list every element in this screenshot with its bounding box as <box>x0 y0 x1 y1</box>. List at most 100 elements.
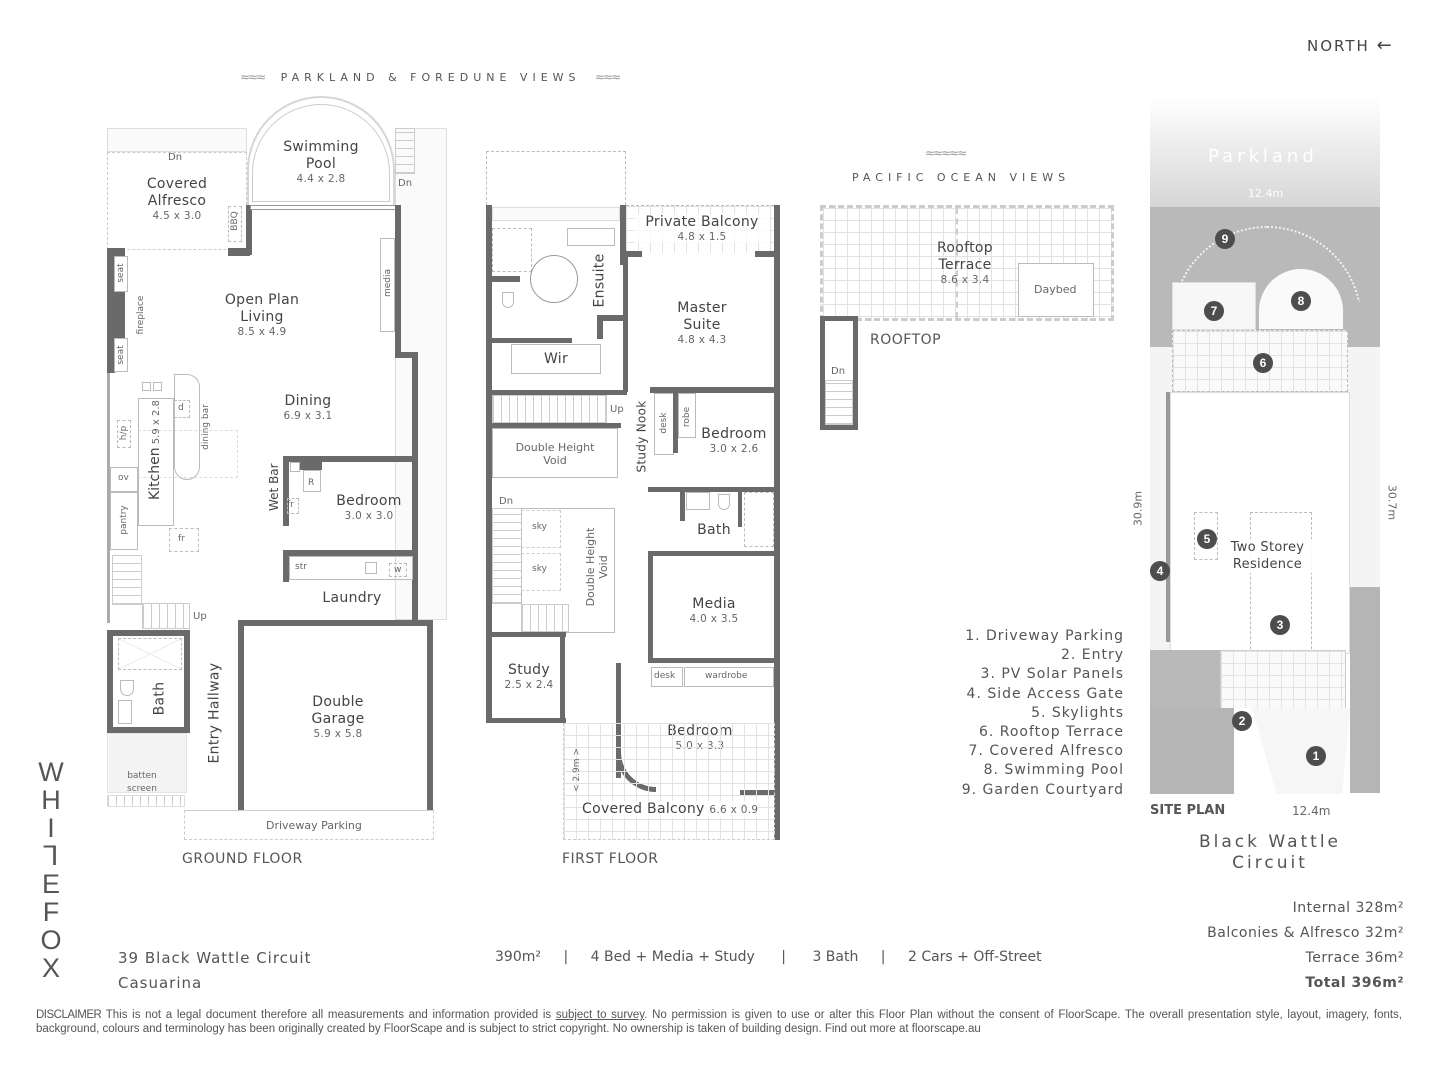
front-garden-left <box>1150 650 1220 708</box>
address-suburb: Casuarina <box>118 974 203 992</box>
laundry-bench <box>289 556 413 580</box>
area-total: Total 396m² <box>1305 975 1404 991</box>
fridge <box>169 528 199 552</box>
toilet <box>120 680 134 696</box>
wall <box>486 423 621 428</box>
wall <box>626 251 642 257</box>
robe <box>678 393 696 438</box>
side-access-fence <box>1166 392 1170 642</box>
room-dining: Dining 6.9 x 3.1 <box>283 393 333 422</box>
wall <box>486 205 492 723</box>
wardrobe-label: wardrobe <box>705 671 748 681</box>
waves-icon: ≈≈≈≈≈ <box>925 146 967 160</box>
dishwasher-label: d <box>178 403 184 413</box>
oven <box>110 467 138 492</box>
washer <box>389 563 407 577</box>
first-staircase <box>492 395 607 423</box>
pool-steps <box>395 128 415 174</box>
wall <box>492 276 520 282</box>
double-garage <box>238 620 433 810</box>
wall <box>774 205 780 840</box>
legend-item: 6. Rooftop Terrace <box>978 724 1124 741</box>
hotplate-label: h/p <box>119 425 129 441</box>
address-street: 39 Black Wattle Circuit <box>118 949 312 967</box>
wall <box>412 352 418 622</box>
wall <box>246 205 252 255</box>
area-summary: Internal 328m² Balconies & Alfresco 32m²… <box>1150 896 1404 996</box>
pantry <box>110 492 138 550</box>
bathtub <box>530 255 578 303</box>
ensuite-shower <box>492 228 532 272</box>
marker-2: 2 <box>1232 711 1252 731</box>
wet-bar-r-label: R <box>308 478 315 488</box>
wet-bar-sink <box>290 462 300 472</box>
summary-baths: 3 Bath <box>812 949 859 965</box>
batten-label: batten screen <box>127 771 157 794</box>
parkland-views-heading: ≈≈≈ PARKLAND & FOREDUNE VIEWS ≈≈≈ <box>240 70 621 84</box>
waves-icon: ≈≈≈ <box>240 70 266 84</box>
subject-to-survey-link[interactable]: subject to survey <box>555 1009 645 1021</box>
fireplace-hearth <box>107 292 125 338</box>
room-double-garage: Double Garage 5.9 x 5.8 <box>311 694 365 740</box>
room-rooftop-terrace: Rooftop Terrace 8.6 x 3.4 <box>937 240 993 286</box>
rooftop-stairs <box>825 380 853 425</box>
dn-label: Dn <box>831 366 846 377</box>
sink <box>153 382 162 391</box>
skylight-label: sky <box>532 522 547 532</box>
wall <box>492 390 627 395</box>
oven-label: ov <box>118 473 129 483</box>
room-bath-ground: Bath <box>151 681 168 716</box>
first-floor-label: FIRST FLOOR <box>562 851 659 867</box>
room-study: Study 2.5 x 2.4 <box>504 662 554 691</box>
disclaimer-label: DISCLAIMER <box>36 1009 102 1021</box>
daybed <box>1018 263 1094 317</box>
parkland-area <box>1150 97 1380 207</box>
batten-screen <box>107 795 185 807</box>
wet-bar-fridge <box>303 470 321 492</box>
desk-label: desk <box>654 671 676 681</box>
fridge-label: fr <box>178 534 185 544</box>
skylight-site <box>1194 512 1218 560</box>
driveway-label: Driveway Parking <box>266 819 362 832</box>
wall <box>395 352 415 358</box>
wall <box>680 487 685 521</box>
basin <box>686 492 710 510</box>
covered-alfresco-area <box>107 152 247 250</box>
kitchen-label: Kitchen 5.9 x 2.8 <box>147 400 163 500</box>
washer-label: w <box>394 565 402 575</box>
void-above <box>486 151 626 205</box>
area-balconies: Balconies & Alfresco 32m² <box>1207 925 1404 941</box>
room-bath-first: Bath <box>697 522 731 538</box>
legend-item: 5. Skylights <box>1031 704 1124 721</box>
up-label: Up <box>193 611 207 622</box>
legend-item: 7. Covered Alfresco <box>968 743 1124 760</box>
ground-floor-label: GROUND FLOOR <box>182 851 303 867</box>
site-depth-right: 30.7m <box>1385 484 1399 521</box>
north-label: NORTH <box>1307 37 1370 55</box>
skylight <box>521 553 561 591</box>
robe-label: robe <box>682 406 692 428</box>
wall <box>107 248 125 256</box>
marker-4: 4 <box>1150 561 1170 581</box>
legend-item: 1. Driveway Parking <box>965 628 1124 644</box>
desk <box>651 667 683 687</box>
wall <box>620 205 626 265</box>
rooftop-label: ROOFTOP <box>870 332 942 348</box>
wall <box>283 456 289 526</box>
room-open-plan-living: Open Plan Living 8.5 x 4.9 <box>224 292 300 338</box>
side-deck <box>395 128 447 620</box>
summary-beds: 4 Bed + Media + Study <box>590 949 755 965</box>
room-swimming-pool: Swimming Pool 4.4 x 2.8 <box>283 139 359 185</box>
wall <box>560 632 565 722</box>
wall <box>597 315 603 339</box>
site-depth-left: 30.9m <box>1131 490 1145 527</box>
marker-3: 3 <box>1270 615 1290 635</box>
wall <box>283 550 418 556</box>
marker-9: 9 <box>1215 229 1235 249</box>
room-ensuite: Ensuite <box>591 253 608 308</box>
front-garden-left <box>1150 708 1234 794</box>
room-bedroom-first-a: Bedroom 3.0 x 2.6 <box>701 426 767 455</box>
wall <box>395 205 401 355</box>
north-compass: NORTH ← <box>1307 35 1394 56</box>
summary-area: 390m² <box>495 949 541 965</box>
